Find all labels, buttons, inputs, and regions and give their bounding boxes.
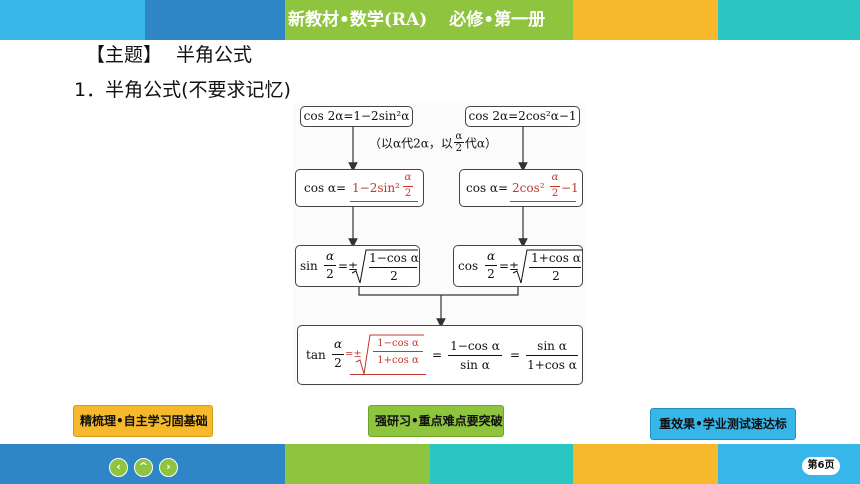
tan-root-denominator: 1+cos α bbox=[377, 355, 419, 366]
prev-page-icon[interactable]: ‹ bbox=[109, 458, 128, 477]
nav-study-button[interactable]: 强研习•重点难点要突破 bbox=[368, 405, 504, 437]
equals-sign: = bbox=[432, 348, 443, 362]
answer-underline bbox=[350, 374, 426, 375]
half-angle-den: 2 bbox=[334, 356, 342, 370]
tan-frac2-denominator: sin α bbox=[460, 358, 490, 372]
sin-label: sin bbox=[300, 259, 318, 273]
plus-minus: =± bbox=[499, 259, 520, 273]
banner-segment bbox=[718, 0, 860, 40]
cos-label: cos bbox=[458, 259, 479, 273]
half-angle-num: α bbox=[486, 249, 496, 263]
half-angle-diagram: cos 2α=1−2sin²α cos 2α=2cos²α−1 （以α代2α，以… bbox=[293, 103, 585, 387]
answer-sin-squared: 1−2sin² bbox=[352, 181, 400, 195]
substitution-frac-num: α bbox=[455, 131, 463, 142]
tan-label: tan bbox=[306, 348, 326, 362]
root-denominator: 2 bbox=[552, 269, 560, 283]
tan-plus-minus: =± bbox=[345, 349, 362, 360]
substitution-prefix: （以α代2α，以 bbox=[369, 136, 453, 151]
section-title: 1．半角公式(不要求记忆) bbox=[74, 79, 291, 101]
top-banner bbox=[0, 0, 860, 40]
banner-segment bbox=[285, 0, 430, 40]
half-angle-num: α bbox=[551, 172, 559, 183]
answer-minus-one: −1 bbox=[561, 181, 579, 195]
half-angle-num: α bbox=[404, 172, 412, 183]
tan-frac3-numerator: sin α bbox=[537, 339, 567, 353]
equals-sign: = bbox=[510, 348, 521, 362]
formula-box-cosa-sin: cos α= 1−2sin² α 2 bbox=[295, 169, 424, 207]
half-angle-den: 2 bbox=[404, 188, 412, 199]
nav-review-button[interactable]: 精梳理•自主学习固基础 bbox=[73, 405, 213, 437]
half-angle-den: 2 bbox=[487, 267, 495, 281]
tan-frac3-denominator: 1+cos α bbox=[527, 358, 577, 372]
sqrt-sign bbox=[351, 249, 418, 284]
home-icon[interactable]: ^ bbox=[134, 458, 153, 477]
banner-segment bbox=[285, 444, 430, 484]
formula-box-cos-half: cos α 2 =± 1+cos α 2 bbox=[453, 245, 583, 287]
book-title-part2: 必修•第一册 bbox=[449, 10, 546, 30]
diagram-connectors bbox=[348, 127, 528, 328]
plus-minus: =± bbox=[338, 259, 359, 273]
cosa-lhs-right: cos α= bbox=[466, 181, 509, 195]
banner-segment bbox=[573, 444, 718, 484]
answer-underline bbox=[510, 201, 576, 202]
formula-box-tan-half: tan α 2 =± 1−cos α 1+cos α = 1−cos α sin… bbox=[297, 325, 583, 385]
substitution-note: （以α代2α，以 α 2 代α） bbox=[369, 131, 497, 155]
nav-test-button[interactable]: 重效果•学业测试速达标 bbox=[650, 408, 796, 440]
bottom-banner bbox=[0, 444, 860, 484]
merge-connector bbox=[358, 287, 519, 296]
tan-frac2-numerator: 1−cos α bbox=[450, 339, 500, 353]
banner-segment bbox=[0, 0, 145, 40]
banner-segment bbox=[430, 0, 573, 40]
topic-name: 半角公式 bbox=[176, 44, 253, 66]
half-angle-den: 2 bbox=[326, 267, 334, 281]
formula-box-cos2a-sin: cos 2α=1−2sin²α bbox=[300, 106, 413, 127]
half-angle-den: 2 bbox=[551, 188, 559, 199]
root-denominator: 2 bbox=[390, 269, 398, 283]
banner-segment bbox=[573, 0, 718, 40]
banner-segment bbox=[430, 444, 573, 484]
banner-segment bbox=[145, 0, 285, 40]
formula-box-cosa-cos: cos α= 2cos² α 2 −1 bbox=[459, 169, 583, 207]
half-angle-num: α bbox=[333, 337, 343, 351]
formula-box-sin-half: sin α 2 =± 1−cos α 2 bbox=[295, 245, 420, 287]
formula-box-cos2a-cos: cos 2α=2cos²α−1 bbox=[465, 106, 580, 127]
topic-bracket-label: 【主题】 bbox=[86, 44, 163, 66]
book-title: 新教材•数学(RA) 必修•第一册 bbox=[288, 8, 545, 32]
substitution-suffix: 代α） bbox=[464, 136, 497, 151]
next-page-icon[interactable]: › bbox=[159, 458, 178, 477]
tan-root-numerator: 1−cos α bbox=[377, 338, 419, 349]
substitution-frac-den: 2 bbox=[455, 143, 463, 154]
sqrt-sign bbox=[512, 249, 583, 284]
cosa-lhs-left: cos α= bbox=[304, 181, 347, 195]
answer-underline bbox=[350, 201, 418, 202]
book-title-part1: 新教材•数学(RA) bbox=[288, 10, 428, 30]
page-number: 第6页 bbox=[802, 457, 840, 475]
answer-cos-squared: 2cos² bbox=[512, 181, 545, 195]
root-numerator: 1+cos α bbox=[531, 251, 581, 265]
half-angle-num: α bbox=[325, 249, 335, 263]
topic-heading: 【主题】半角公式 bbox=[86, 40, 252, 67]
root-numerator: 1−cos α bbox=[369, 251, 419, 265]
